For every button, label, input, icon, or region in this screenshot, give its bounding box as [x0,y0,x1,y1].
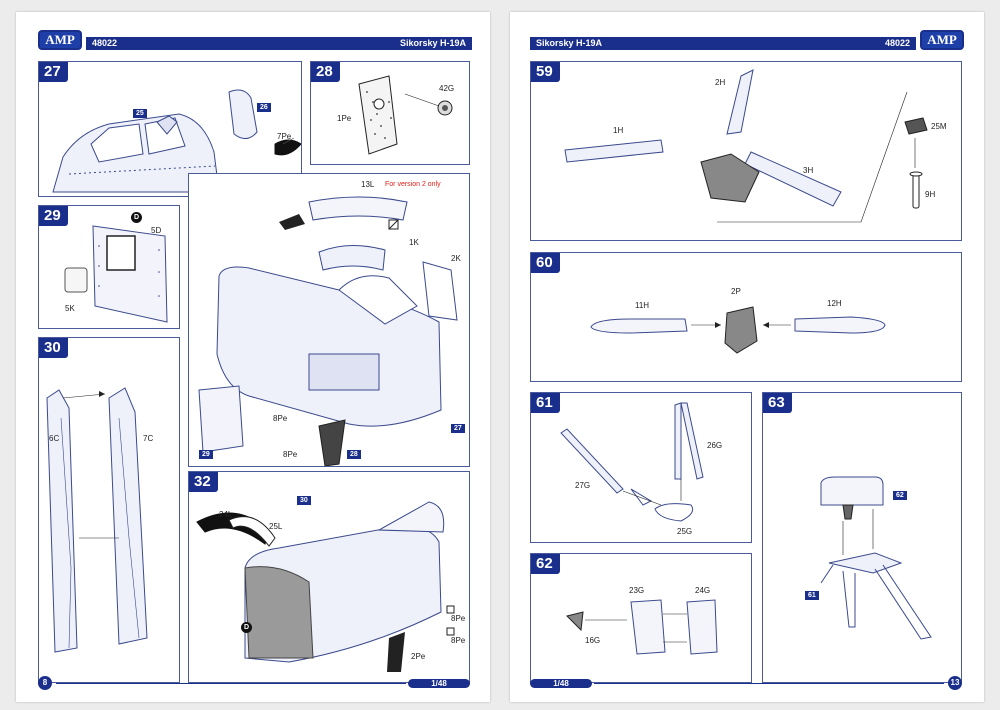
ref-tag: 26 [257,103,271,112]
fuselage-halves-drawing [46,387,148,653]
nose-assembly-drawing [196,501,455,672]
kit-title: Sikorsky H-19A [399,38,466,48]
kit-number: 48022 [884,38,910,48]
rotor-blades-drawing [590,306,886,354]
step-31-panel: 13L For version 2 only 1K 2K 8Pe 8Pe 29 … [188,173,470,467]
header-bar: 48022 Sikorsky H-19A [86,37,472,50]
kit-title: Sikorsky H-19A [536,38,603,48]
footer-line [594,683,944,684]
ref-tag: 28 [347,450,361,459]
step-number: 28 [311,62,340,82]
page-number: 8 [38,676,52,690]
part-label: 8Pe [451,636,466,645]
part-label: 3H [803,166,814,175]
step-59-panel: 59 2H 1H 3H 25M 9H [530,61,962,241]
part-label: 7Pe [277,132,292,141]
etched-door-drawing [358,75,453,155]
ref-tag: 27 [451,424,465,433]
marker-d: D [241,622,252,633]
scale-badge: 1/48 [408,679,470,688]
part-label: 25L [269,522,283,531]
side-door-drawing [64,225,168,323]
step-number: 60 [531,253,560,273]
step-number: 29 [39,206,68,226]
footer-line [56,683,406,684]
ref-tag: 62 [893,491,907,500]
landing-gear-strut-drawing [560,402,704,522]
ref-tag: 25 [133,109,147,118]
left-page: AMP 48022 Sikorsky H-19A 27 25 26 7Pe 28 [16,12,490,702]
part-label: 2Pe [411,652,426,661]
amp-logo: AMP [920,30,964,50]
step-number: 63 [763,393,792,413]
ref-tag: 30 [297,496,311,505]
part-label: 5D [151,226,162,235]
step-62-panel: 62 23G 24G 16G [530,553,752,683]
part-label: 42G [439,84,455,93]
part-label: 27G [575,481,591,490]
part-label: 23G [629,586,645,595]
page-number: 13 [948,676,962,690]
part-label: 8Pe [283,450,298,459]
marker-d: D [131,212,142,223]
step-63-panel: 63 62 61 [762,392,962,683]
fuselage-assembly-drawing [198,196,458,466]
part-label: 7C [143,434,154,443]
part-label: 24L [219,510,233,519]
ref-tag: 29 [199,450,213,459]
part-label: 1H [613,126,624,135]
step-32-panel: 32 30 D 24L 25L 8Pe 8Pe 2Pe [188,471,470,683]
rotor-head-drawing [564,69,928,223]
wheel-hub-drawing [566,599,718,655]
ref-tag: 61 [805,591,819,600]
part-label: 2K [451,254,461,263]
step-number: 62 [531,554,560,574]
part-label: 8Pe [273,414,288,423]
part-label: 2H [715,78,726,87]
part-label: 11H [635,301,650,310]
step-number: 61 [531,393,560,413]
step-30-panel: 30 6C 7C [38,337,180,683]
version-note: For version 2 only [385,181,441,188]
part-label: 6C [49,434,60,443]
part-label: 16G [585,636,601,645]
step-number: 27 [39,62,68,82]
part-label: 25G [677,527,693,536]
step-28-panel: 28 1Pe 42G [310,61,470,165]
part-label: 9H [925,190,936,199]
step-29-panel: 29 D 5D 5K [38,205,180,329]
step-61-panel: 61 26G 27G 25G [530,392,752,543]
part-label: 1K [409,238,419,247]
right-page: Sikorsky H-19A 48022 AMP 59 2H 1H 3H 25M… [510,12,984,702]
part-label: 2P [731,287,741,296]
part-label: 13L [361,180,375,189]
step-60-panel: 60 11H 2P 12H [530,252,962,382]
step-number: 59 [531,62,560,82]
step-number: 30 [39,338,68,358]
amp-logo: AMP [38,30,82,50]
kit-number: 48022 [92,38,118,48]
cockpit-canopy-drawing [52,89,301,193]
part-label: 26G [707,441,723,450]
header-bar: Sikorsky H-19A 48022 [530,37,916,50]
part-label: 8Pe [451,614,466,623]
part-label: 1Pe [337,114,352,123]
part-label: 12H [827,299,842,308]
part-label: 25M [931,122,947,131]
part-label: 24G [695,586,711,595]
step-number: 32 [189,472,218,492]
scale-badge: 1/48 [530,679,592,688]
gear-assembly-drawing [820,476,932,640]
part-label: 5K [65,304,75,313]
step-27-panel: 27 25 26 7Pe [38,61,302,197]
